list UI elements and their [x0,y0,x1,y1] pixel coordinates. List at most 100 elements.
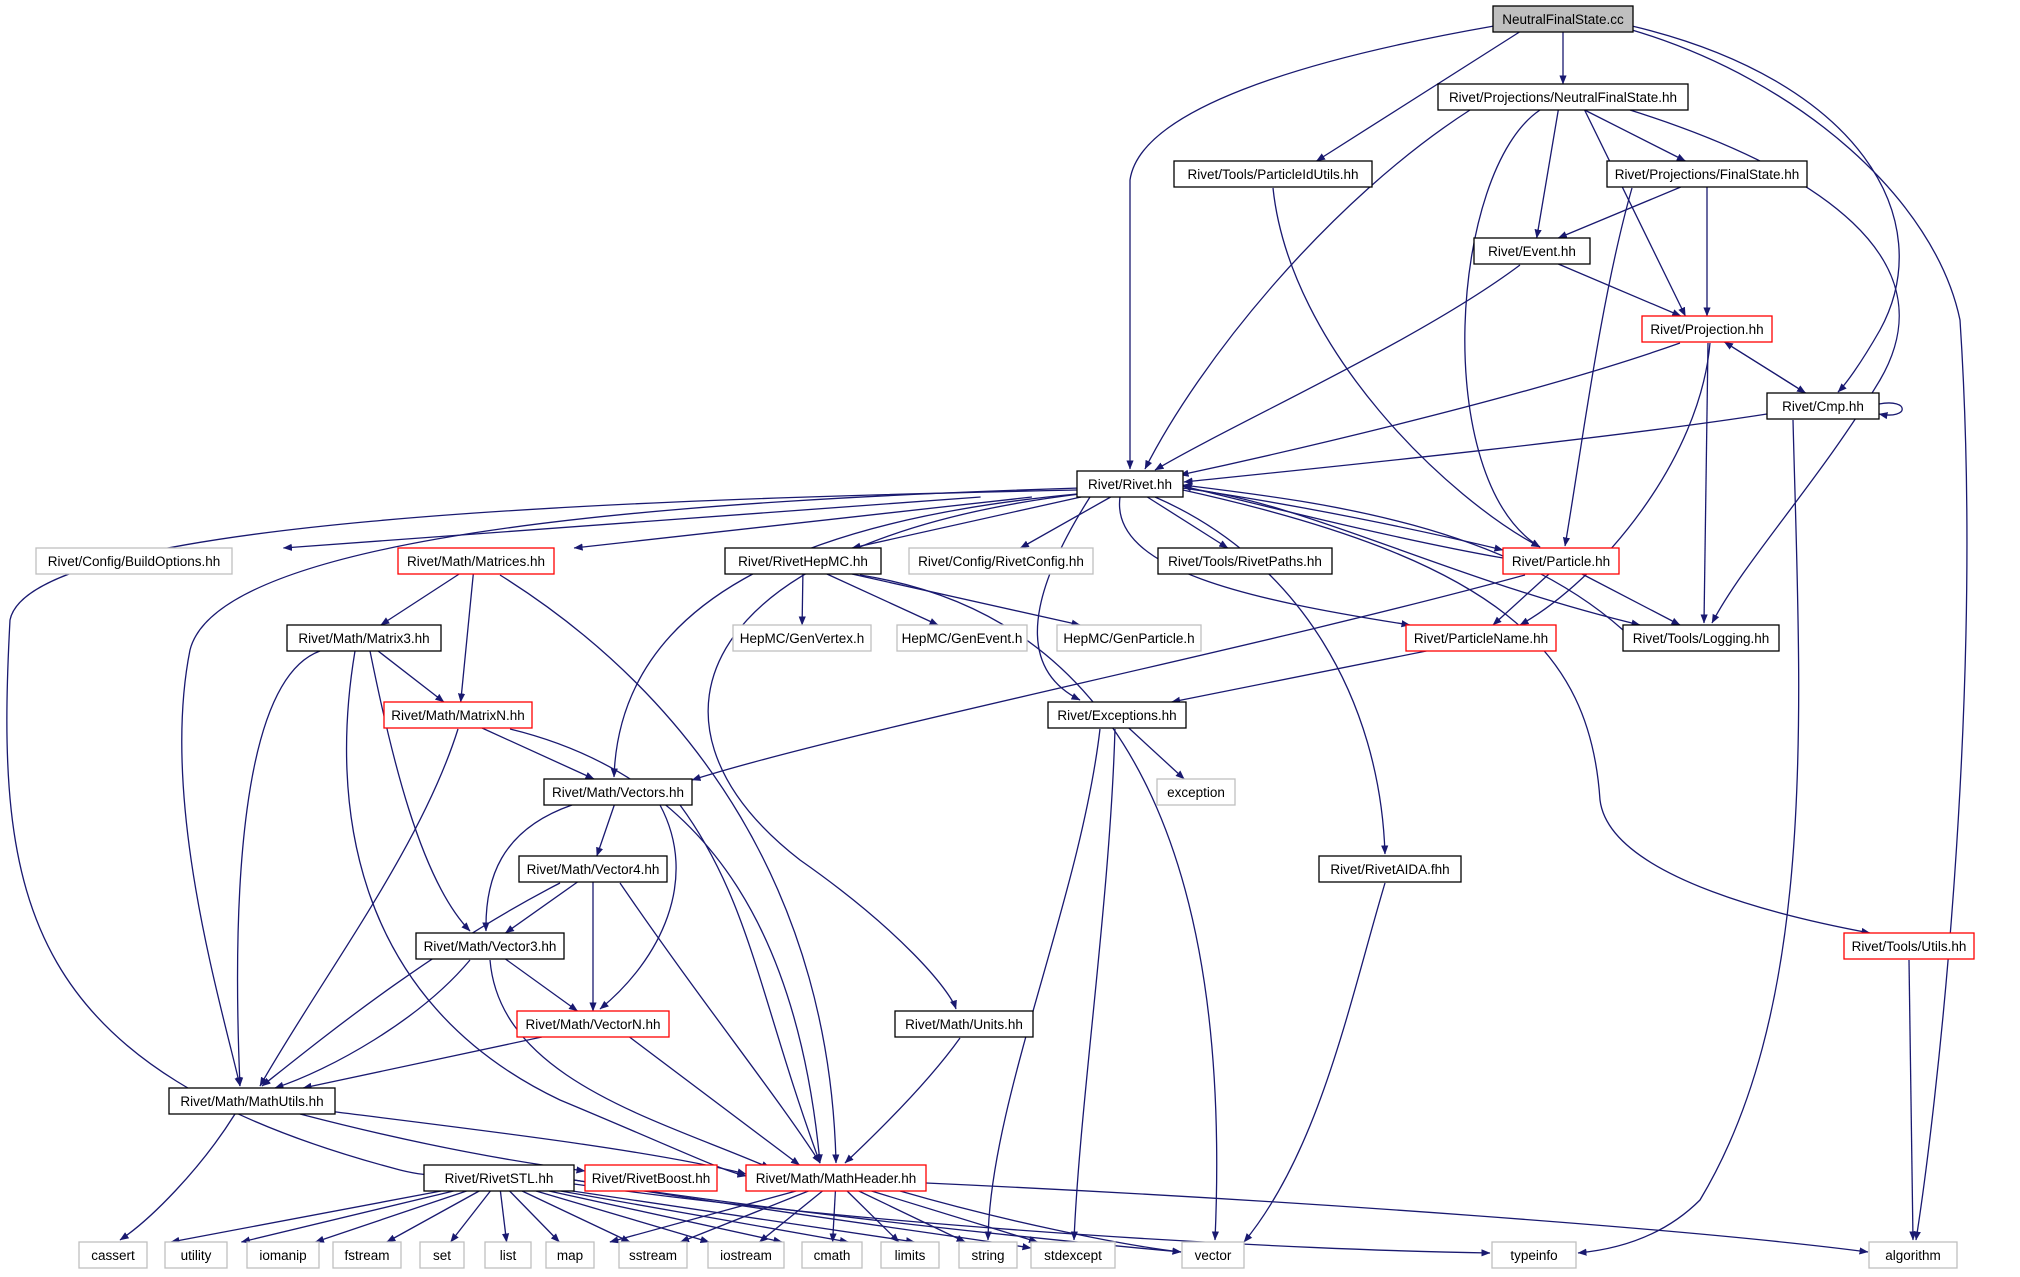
node-label-matrixn: Rivet/Math/MatrixN.hh [391,708,525,723]
node-box-matrixn [383,701,533,729]
node-exceptions[interactable]: Rivet/Exceptions.hh [1047,701,1187,729]
node-toolsutils[interactable]: Rivet/Tools/Utils.hh [1843,932,1975,960]
node-label-proj_fs: Rivet/Projections/FinalState.hh [1615,167,1800,182]
edge-particle-to-vectors [691,574,1526,781]
node-label-mathheader: Rivet/Math/MathHeader.hh [756,1171,917,1186]
node-box-particle [1502,547,1620,575]
edge-rivet-to-logging [1182,487,1641,627]
node-box-aida [1318,855,1462,883]
node-box-rivet [1076,470,1184,498]
edge-rivet-to-aida [1154,496,1389,855]
edge-mathheader-to-vector [899,1190,1182,1255]
edge-matrices-to-matrixn [457,573,474,703]
node-proj_nfs[interactable]: Rivet/Projections/NeutralFinalState.hh [1437,83,1689,111]
edge-mathheader-to-iostream [759,1190,823,1243]
node-label-set: set [433,1248,451,1263]
node-label-particle: Rivet/Particle.hh [1512,554,1610,569]
edge-hepmc-to-genevent [826,573,939,626]
node-label-logging: Rivet/Tools/Logging.hh [1633,631,1770,646]
edge-cmp-to-rivet [1183,413,1768,485]
node-matrices[interactable]: Rivet/Math/Matrices.hh [397,547,555,575]
edge-particle-to-rivet [1182,484,1504,559]
node-vector4[interactable]: Rivet/Math/Vector4.hh [518,855,668,883]
node-box-genvertex [732,624,872,652]
edge-hepmc-to-genparticle [851,573,1081,627]
node-units[interactable]: Rivet/Math/Units.hh [894,1010,1034,1038]
node-pid_utils[interactable]: Rivet/Tools/ParticleIdUtils.hh [1173,160,1373,188]
node-vectorn[interactable]: Rivet/Math/VectorN.hh [516,1010,670,1038]
edge-vector3-to-mathheader [489,959,771,1169]
node-label-exception: exception [1167,785,1225,800]
node-typeinfo: typeinfo [1491,1241,1577,1269]
edge-nfs_cc-to-algorithm [1631,29,1968,1241]
node-box-proj_nfs [1437,83,1689,111]
node-vectors[interactable]: Rivet/Math/Vectors.hh [543,778,693,806]
edge-proj_fs-to-particle [1562,187,1633,547]
node-vector3[interactable]: Rivet/Math/Vector3.hh [415,932,565,960]
edge-mathheader-to-algorithm [925,1182,1869,1255]
node-exception: exception [1156,778,1236,806]
node-box-limits [880,1241,940,1269]
edge-rivetstl-to-sstream [521,1190,631,1243]
node-rivetstl[interactable]: Rivet/RivetSTL.hh [423,1164,575,1192]
edge-rivet-to-rivetconfig [1020,496,1112,549]
node-hepmc[interactable]: Rivet/RivetHepMC.hh [724,547,882,575]
node-set: set [419,1241,465,1269]
node-matrixn[interactable]: Rivet/Math/MatrixN.hh [383,701,533,729]
edge-matrixn-to-mathheader [509,728,823,1164]
node-label-genparticle: HepMC/GenParticle.h [1063,631,1194,646]
node-mathutils[interactable]: Rivet/Math/MathUtils.hh [168,1087,336,1115]
edge-logging-to-rivet [1182,482,1624,631]
node-label-cmath: cmath [814,1248,851,1263]
node-cassert: cassert [78,1241,148,1269]
edge-nfs_cc-to-pid_utils [1316,31,1520,162]
node-matrix3[interactable]: Rivet/Math/Matrix3.hh [286,624,442,652]
node-vector: vector [1181,1241,1245,1269]
node-projection[interactable]: Rivet/Projection.hh [1641,315,1773,343]
node-label-list: list [500,1248,517,1263]
node-rivetconfig: Rivet/Config/RivetConfig.hh [908,547,1094,575]
edge-rivetstl-to-cmath [548,1190,783,1244]
node-particlename[interactable]: Rivet/ParticleName.hh [1405,624,1557,652]
edge-cmp-to-cmp [1878,402,1903,420]
node-algorithm: algorithm [1868,1241,1958,1269]
node-aida[interactable]: Rivet/RivetAIDA.fhh [1318,855,1462,883]
node-particle[interactable]: Rivet/Particle.hh [1502,547,1620,575]
node-box-projection [1641,315,1773,343]
node-label-nfs_cc: NeutralFinalState.cc [1502,12,1624,27]
node-mathheader[interactable]: Rivet/Math/MathHeader.hh [745,1164,927,1192]
node-box-stdexcept [1030,1241,1116,1269]
node-box-cmp [1766,392,1880,420]
node-logging[interactable]: Rivet/Tools/Logging.hh [1622,624,1780,652]
edge-hepmc-to-vector [859,574,1219,1241]
edge-rivetstl-to-list [499,1190,510,1243]
node-box-vector3 [415,932,565,960]
node-box-mathheader [745,1164,927,1192]
edge-nfs_cc-to-rivet [1126,25,1495,470]
edge-proj_nfs-to-projection [1584,109,1686,317]
node-label-matrix3: Rivet/Math/Matrix3.hh [298,631,429,646]
node-box-sstream [618,1241,688,1269]
node-nfs_cc[interactable]: NeutralFinalState.cc [1492,5,1634,33]
node-box-cmath [801,1241,863,1269]
edge-particlename-to-exceptions [1171,650,1427,704]
node-cmath: cmath [801,1241,863,1269]
node-box-iostream [707,1241,785,1269]
node-label-mathutils: Rivet/Math/MathUtils.hh [180,1094,323,1109]
node-rivet[interactable]: Rivet/Rivet.hh [1076,470,1184,498]
node-fstream: fstream [332,1241,402,1269]
node-iostream: iostream [707,1241,785,1269]
node-event[interactable]: Rivet/Event.hh [1473,237,1591,265]
edge-proj_nfs-to-particle [1464,109,1541,548]
edge-vector4-to-mathheader [619,882,821,1164]
node-proj_fs[interactable]: Rivet/Projections/FinalState.hh [1606,160,1808,188]
edge-matrices-to-matrix3 [380,573,460,626]
edge-rivet-to-rivetpaths [1146,496,1229,549]
node-label-cassert: cassert [91,1248,135,1263]
node-box-rivetstl [423,1164,575,1192]
node-rivetpaths[interactable]: Rivet/Tools/RivetPaths.hh [1157,547,1333,575]
node-cmp[interactable]: Rivet/Cmp.hh [1766,392,1880,420]
edge-matrix3-to-matrixn [377,650,445,703]
node-rivetboost[interactable]: Rivet/RivetBoost.hh [584,1164,718,1192]
node-label-toolsutils: Rivet/Tools/Utils.hh [1852,939,1967,954]
